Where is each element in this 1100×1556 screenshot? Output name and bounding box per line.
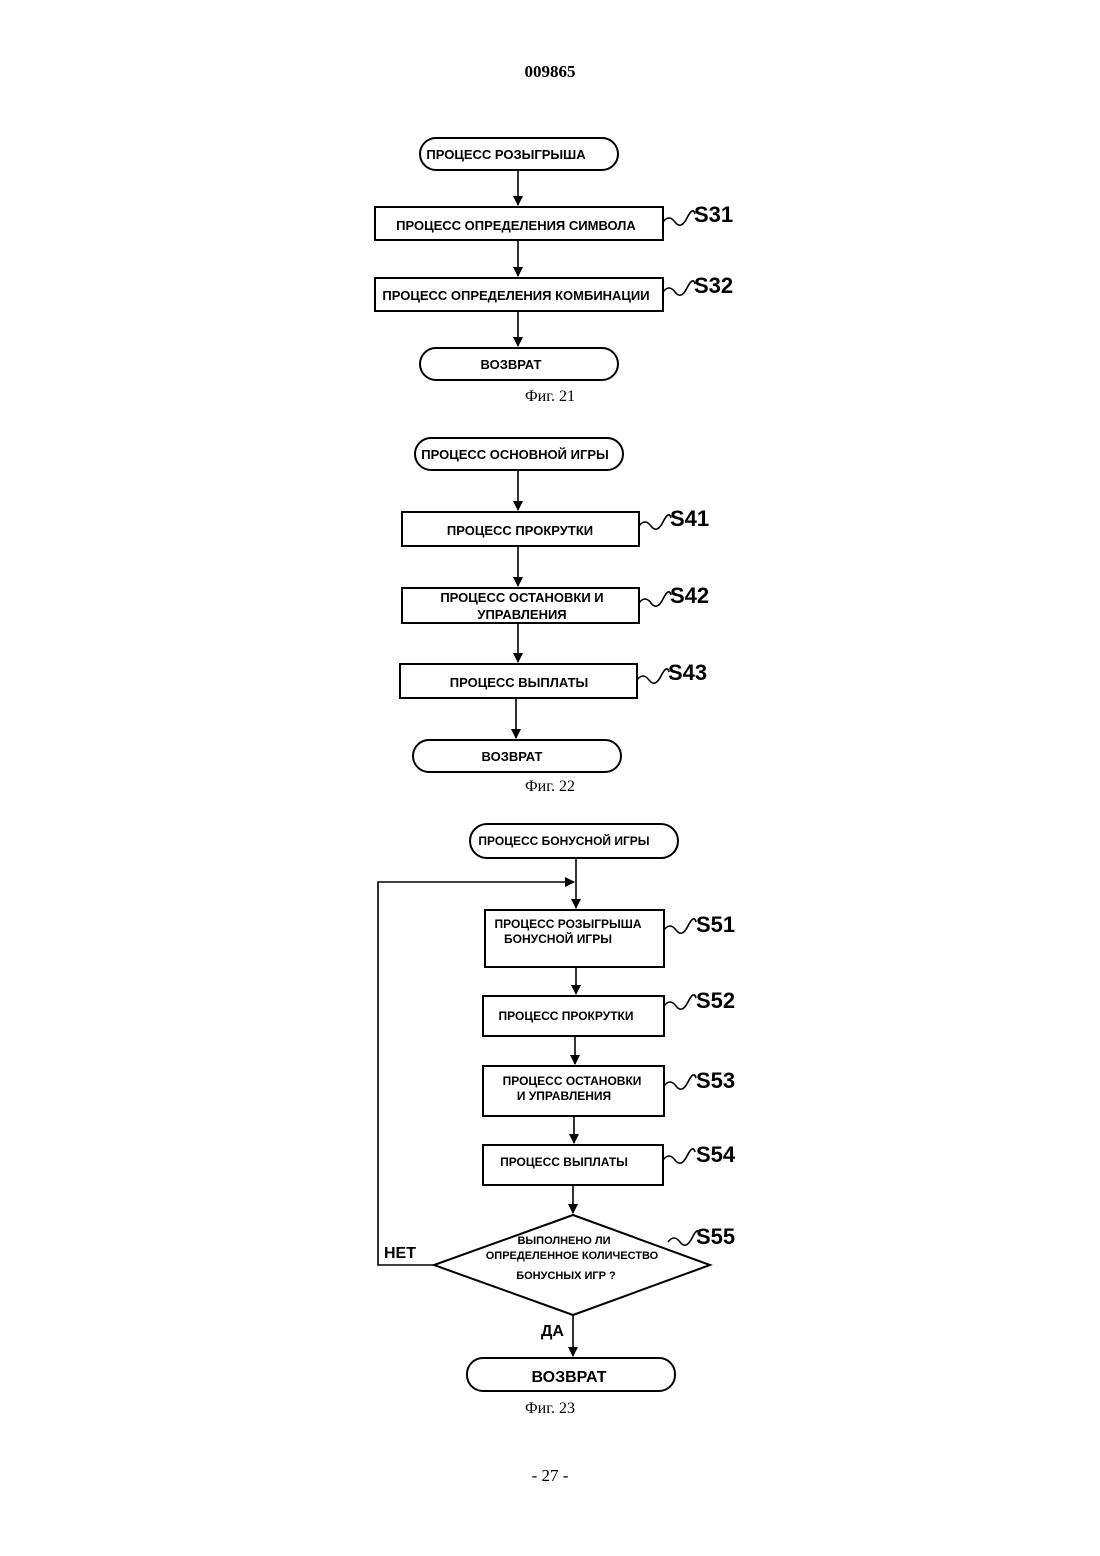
fig23-end-text: ВОЗВРАТ	[532, 1369, 607, 1386]
fig23-s54-text: ПРОЦЕСС ВЫПЛАТЫ	[500, 1155, 628, 1169]
fig23-s55-line1: ВЫПОЛНЕНО ЛИ	[517, 1235, 610, 1247]
page-number: - 27 -	[0, 1466, 1100, 1486]
fig23-no-label: НЕТ	[384, 1245, 416, 1262]
fig23-s51-label: S51	[696, 912, 735, 937]
fig22-s42-line2: УПРАВЛЕНИЯ	[477, 607, 566, 622]
fig22-end-text: ВОЗВРАТ	[482, 749, 543, 764]
fig22-s41-leader	[639, 515, 671, 529]
fig21-s32-leader	[663, 281, 695, 295]
fig21-s31-label: S31	[694, 202, 733, 227]
fig23-s53-label: S53	[696, 1068, 735, 1093]
fig23-s53-line2: И УПРАВЛЕНИЯ	[517, 1089, 611, 1103]
fig22-s42-leader	[639, 592, 671, 606]
fig23-s53-line1: ПРОЦЕСС ОСТАНОВКИ	[503, 1074, 642, 1088]
fig23-s51-line1: ПРОЦЕСС РОЗЫГРЫША	[495, 917, 642, 931]
fig23-yes-label: ДА	[541, 1323, 564, 1340]
fig23-s55-line2: ОПРЕДЕЛЕННОЕ КОЛИЧЕСТВО	[486, 1250, 659, 1262]
fig22-start-text: ПРОЦЕСС ОСНОВНОЙ ИГРЫ	[421, 447, 608, 462]
figure-22: ПРОЦЕСС ОСНОВНОЙ ИГРЫ ПРОЦЕСС ПРОКРУТКИ …	[400, 438, 709, 772]
figure-21: ПРОЦЕСС РОЗЫГРЫША ПРОЦЕСС ОПРЕДЕЛЕНИЯ СИ…	[375, 138, 733, 380]
fig23-start-text: ПРОЦЕСС БОНУСНОЙ ИГРЫ	[478, 833, 649, 848]
fig22-caption: Фиг. 22	[470, 778, 630, 796]
fig22-s43-text: ПРОЦЕСС ВЫПЛАТЫ	[450, 675, 589, 690]
fig23-s51-leader	[664, 919, 696, 933]
fig22-s42-label: S42	[670, 583, 709, 608]
fig23-s54-leader	[663, 1149, 695, 1163]
fig21-start-text: ПРОЦЕСС РОЗЫГРЫША	[426, 147, 586, 162]
fig21-s31-text: ПРОЦЕСС ОПРЕДЕЛЕНИЯ СИМВОЛА	[396, 218, 636, 233]
fig21-s31-leader	[663, 211, 695, 225]
figure-23: ПРОЦЕСС БОНУСНОЙ ИГРЫ ПРОЦЕСС РОЗЫГРЫША …	[378, 824, 736, 1391]
fig23-s55-decision	[434, 1215, 710, 1315]
fig22-s41-text: ПРОЦЕСС ПРОКРУТКИ	[447, 523, 593, 538]
fig23-s55-label: S55	[696, 1224, 735, 1249]
fig21-s32-label: S32	[694, 273, 733, 298]
fig22-s43-label: S43	[668, 660, 707, 685]
fig23-s54-label: S54	[696, 1142, 736, 1167]
fig22-s42-line1: ПРОЦЕСС ОСТАНОВКИ И	[440, 590, 603, 605]
fig22-s43-leader	[637, 669, 669, 683]
fig22-s41-label: S41	[670, 506, 709, 531]
fig23-s52-leader	[664, 995, 696, 1009]
fig23-caption: Фиг. 23	[470, 1400, 630, 1418]
fig21-s32-text: ПРОЦЕСС ОПРЕДЕЛЕНИЯ КОМБИНАЦИИ	[382, 288, 649, 303]
fig23-s52-text: ПРОЦЕСС ПРОКРУТКИ	[499, 1009, 634, 1023]
fig23-s51-line2: БОНУСНОЙ ИГРЫ	[504, 931, 612, 946]
fig23-s53-leader	[664, 1075, 696, 1089]
fig21-end-text: ВОЗВРАТ	[481, 357, 542, 372]
fig21-caption: Фиг. 21	[470, 388, 630, 406]
fig23-s52-label: S52	[696, 988, 735, 1013]
fig23-s55-line3: БОНУСНЫХ ИГР ?	[516, 1270, 616, 1282]
